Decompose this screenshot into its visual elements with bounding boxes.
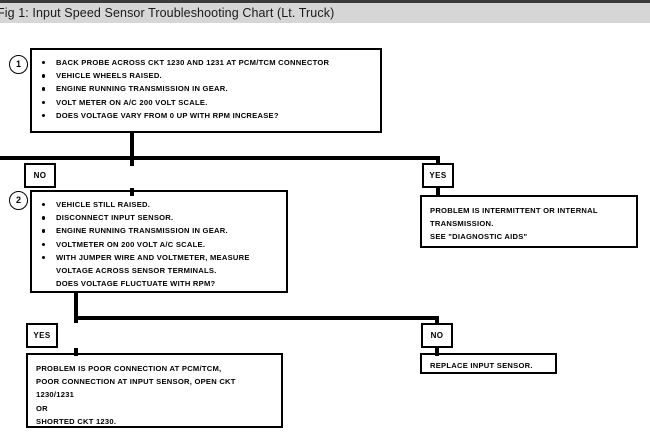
- connector-bus1-to-no: [130, 156, 134, 166]
- result-line: REPLACE INPUT SENSOR.: [430, 361, 533, 370]
- list-item: DISCONNECT INPUT SENSOR.: [40, 211, 280, 224]
- step-2-no-label: NO: [421, 323, 453, 348]
- step-2-yes-label: YES: [26, 323, 58, 348]
- step-1-no-label: NO: [24, 163, 56, 188]
- list-item: VEHICLE STILL RAISED.: [40, 198, 280, 211]
- list-item: ENGINE RUNNING TRANSMISSION IN GEAR.: [40, 224, 280, 237]
- list-item: VEHICLE WHEELS RAISED.: [40, 69, 374, 82]
- list-item: VOLT METER ON A/C 200 VOLT SCALE.: [40, 96, 374, 109]
- step-2-badge: 2: [9, 191, 28, 210]
- connector-yes-to-result: [436, 188, 440, 197]
- result-line: PROBLEM IS POOR CONNECTION AT PCM/TCM,: [36, 364, 222, 373]
- replace-sensor-result-box: REPLACE INPUT SENSOR.: [420, 353, 557, 374]
- step-1-list: BACK PROBE ACROSS CKT 1230 AND 1231 AT P…: [40, 56, 374, 122]
- result-line: SHORTED CKT 1230.: [36, 416, 117, 426]
- page-title: Fig 1: Input Speed Sensor Troubleshootin…: [0, 6, 335, 20]
- list-item: ENGINE RUNNING TRANSMISSION IN GEAR.: [40, 82, 374, 95]
- connector-bus1-to-yes: [436, 156, 440, 163]
- result-line: PROBLEM IS INTERMITTENT OR INTERNAL: [430, 206, 598, 215]
- connector-bus2-to-yes: [74, 316, 78, 323]
- step-2-box: VEHICLE STILL RAISED. DISCONNECT INPUT S…: [30, 190, 288, 293]
- result-line: OR: [36, 403, 48, 413]
- step-1-yes-label: YES: [422, 163, 454, 188]
- intermittent-result-box: PROBLEM IS INTERMITTENT OR INTERNAL TRAN…: [420, 195, 638, 248]
- connector-step2-down: [74, 293, 78, 320]
- flowchart-canvas: 1 BACK PROBE ACROSS CKT 1230 AND 1231 AT…: [0, 23, 650, 434]
- list-item: WITH JUMPER WIRE AND VOLTMETER, MEASURE …: [40, 251, 280, 291]
- step-1-badge: 1: [9, 55, 28, 74]
- header-bar: Fig 1: Input Speed Sensor Troubleshootin…: [0, 0, 650, 23]
- list-item: DOES VOLTAGE VARY FROM 0 UP WITH RPM INC…: [40, 109, 374, 122]
- result-line: POOR CONNECTION AT INPUT SENSOR, OPEN CK…: [36, 377, 236, 387]
- connector-step1-down: [130, 131, 134, 160]
- list-item: VOLTMETER ON 200 VOLT A/C SCALE.: [40, 238, 280, 251]
- connector-bus-1: [0, 156, 440, 160]
- result-line: SEE "DIAGNOSTIC AIDS": [430, 232, 528, 242]
- connector-no-to-step2: [130, 188, 134, 196]
- result-line: TRANSMISSION.: [430, 219, 494, 229]
- step-1-box: BACK PROBE ACROSS CKT 1230 AND 1231 AT P…: [30, 48, 382, 133]
- step-2-list: VEHICLE STILL RAISED. DISCONNECT INPUT S…: [40, 198, 280, 290]
- list-item: BACK PROBE ACROSS CKT 1230 AND 1231 AT P…: [40, 56, 374, 69]
- result-line: 1230/1231: [36, 390, 75, 400]
- connector-no-to-replace: [435, 348, 439, 356]
- connector-yes-to-bottom-result: [74, 348, 78, 356]
- connector-bus2-to-no: [435, 316, 439, 323]
- poor-connection-result-box: PROBLEM IS POOR CONNECTION AT PCM/TCM, P…: [26, 353, 283, 428]
- connector-bus-2: [74, 316, 439, 320]
